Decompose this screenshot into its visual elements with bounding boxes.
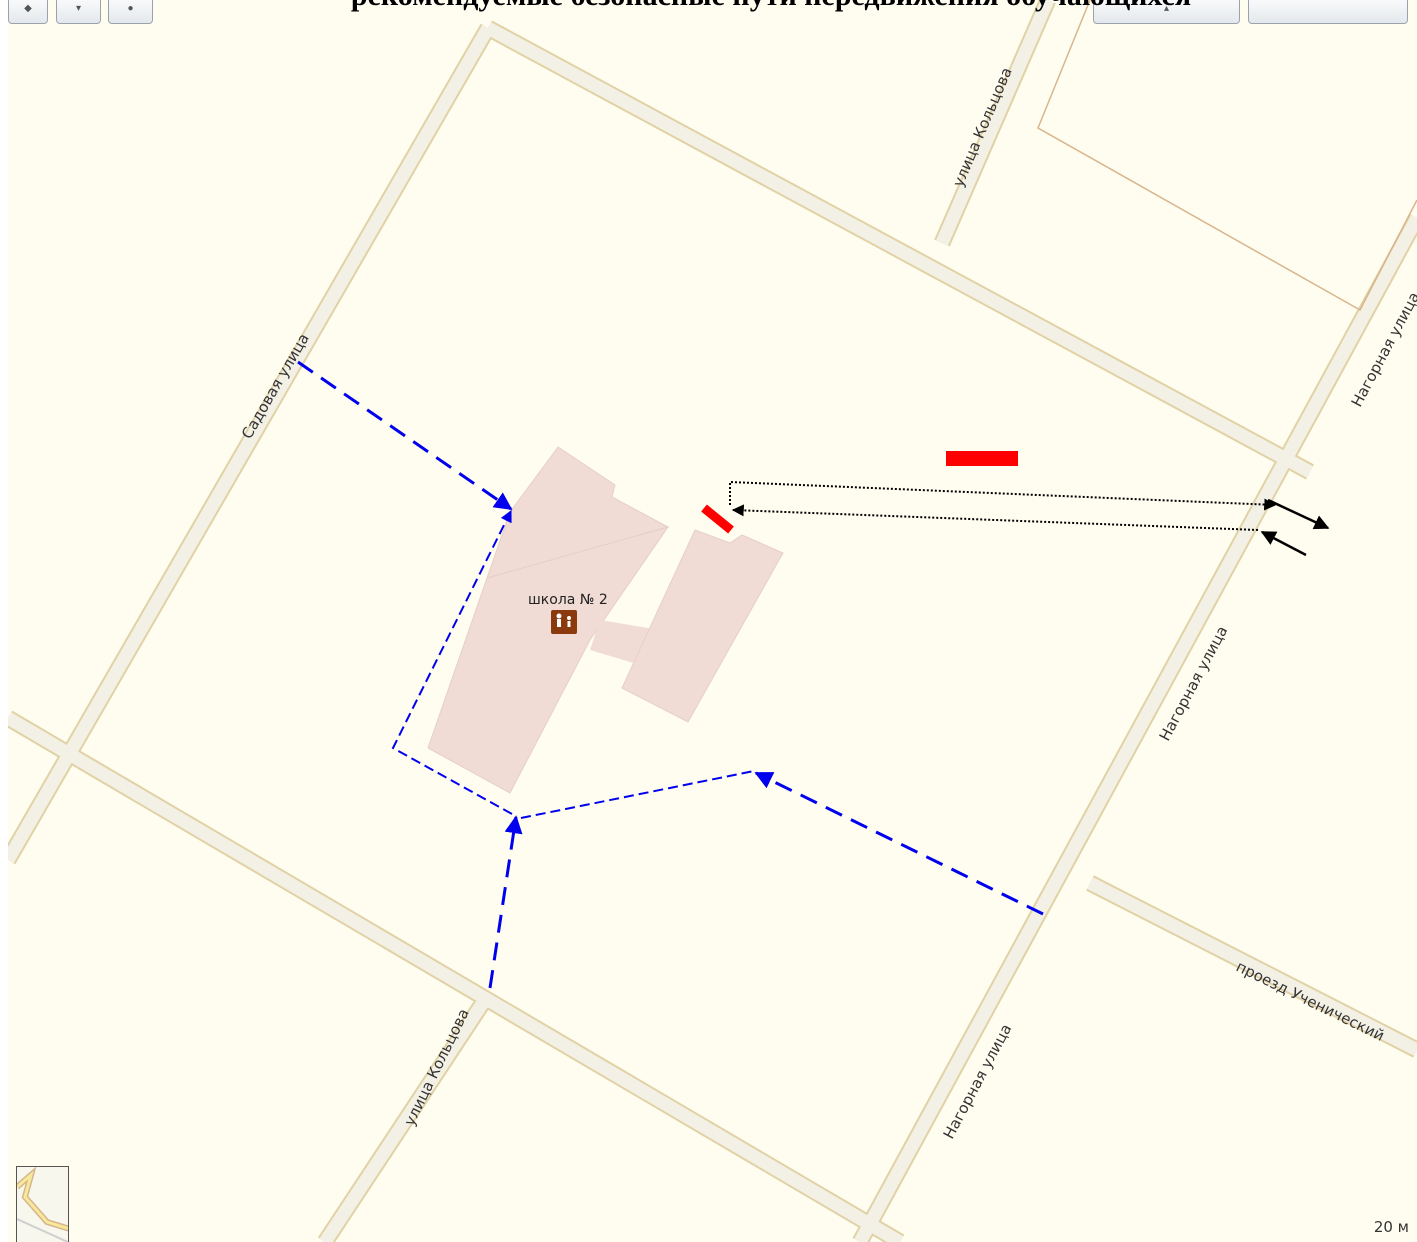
red-marker-entrance [701,504,734,534]
vehicle-path-in [729,480,1277,511]
safe-routes [297,360,1044,989]
parcel-outline [1037,0,1417,312]
school-label: школа № 2 [528,592,608,608]
print-button[interactable]: ▴ [1093,0,1240,24]
vehicle-path-out [731,504,1259,531]
red-marker-bar [946,451,1018,466]
overview-minimap[interactable] [16,1166,69,1242]
route-from-koltsova [488,815,523,989]
street-label-koltsova-south: улица Кольцова [400,1006,472,1129]
ruler-icon: ● [127,3,134,14]
route-link [520,770,755,819]
layers-button[interactable]: ▾ [56,0,101,24]
arrow-in-icon [1260,530,1307,557]
print-icon: ▴ [1163,3,1170,14]
vehicle-paths [729,480,1277,531]
layers-icon: ▾ [75,3,82,14]
street-label-nagornaya-top: Нагорная улица [1348,289,1417,410]
street-label-sadovaya: Садовая улица [238,330,313,442]
arrow-out-icon [1267,498,1330,530]
scale-label: 20 м [1373,1218,1409,1236]
street-label-uchenichesky: проезд Ученический [1233,957,1387,1044]
direction-arrows [1260,498,1330,557]
route-west-loop [391,509,513,815]
map-view[interactable]: школа № 2 Садовая улица [8,0,1417,1242]
route-from-nagornaya [754,771,1044,916]
share-button[interactable] [1248,0,1408,24]
map-canvas[interactable]: школа № 2 Садовая улица [8,0,1417,1242]
zoom-icon: ◆ [24,3,32,14]
zoom-button[interactable]: ◆ [8,0,48,24]
route-from-sadovaya [297,360,513,511]
school-building [427,446,784,794]
ruler-button[interactable]: ● [108,0,153,24]
school-children-icon[interactable] [551,610,577,634]
roads-fill [8,0,1417,1242]
